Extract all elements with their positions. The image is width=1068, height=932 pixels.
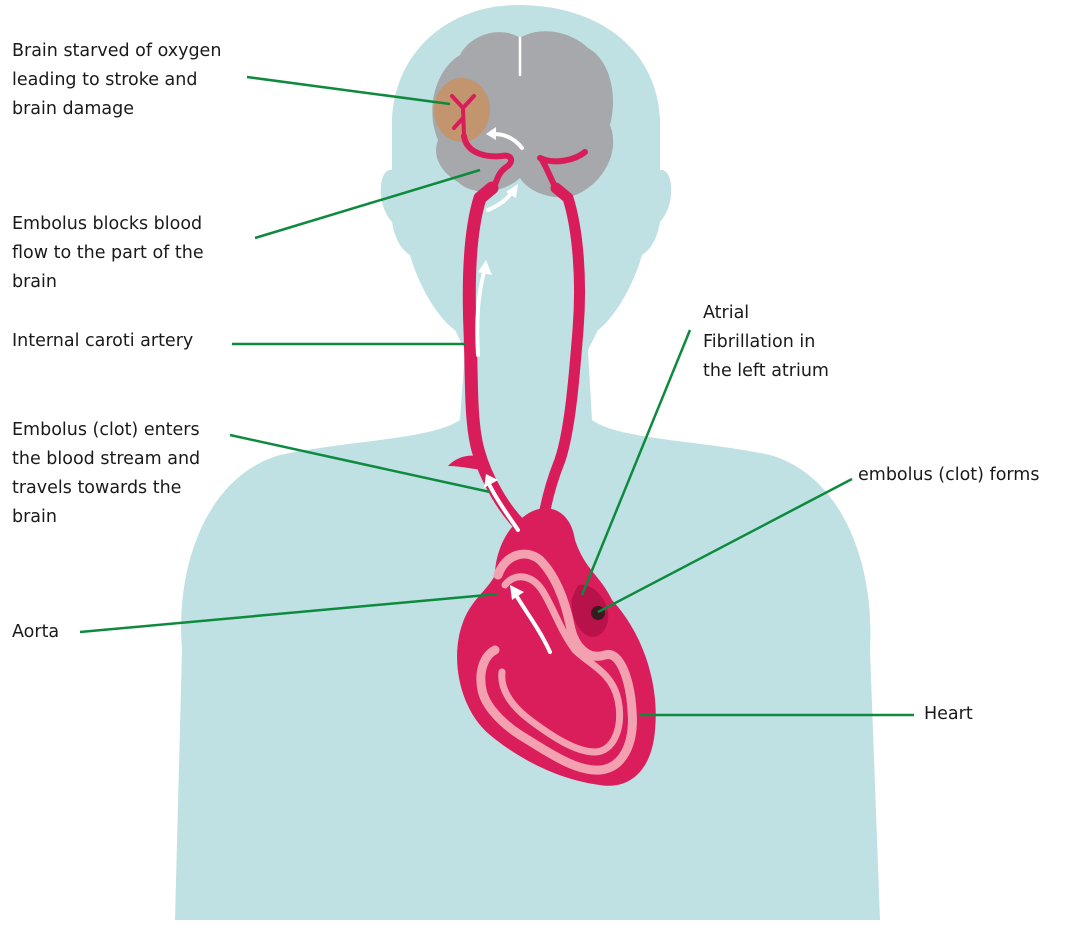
label-aorta: Aorta (12, 618, 59, 647)
label-line: brain (12, 268, 204, 297)
label-embolus-blocks: Embolus blocks blood flow to the part of… (12, 210, 204, 297)
label-line: brain (12, 503, 200, 532)
label-line: flow to the part of the (12, 239, 204, 268)
label-line: the left atrium (703, 357, 829, 386)
label-embolus-enters: Embolus (clot) enters the blood stream a… (12, 416, 200, 532)
label-line: Heart (924, 700, 973, 729)
label-line: embolus (clot) forms (858, 461, 1039, 490)
label-brain-starved: Brain starved of oxygen leading to strok… (12, 37, 221, 124)
label-line: Fibrillation in (703, 328, 829, 357)
label-line: Embolus blocks blood (12, 210, 204, 239)
label-line: brain damage (12, 95, 221, 124)
label-embolus-forms: embolus (clot) forms (858, 461, 1039, 490)
label-line: the blood stream and (12, 445, 200, 474)
label-atrial-fibrillation: Atrial Fibrillation in the left atrium (703, 299, 829, 386)
label-line: Aorta (12, 618, 59, 647)
label-internal-carotid: Internal caroti artery (12, 327, 193, 356)
label-line: leading to stroke and (12, 66, 221, 95)
label-line: Embolus (clot) enters (12, 416, 200, 445)
label-line: travels towards the (12, 474, 200, 503)
label-line: Internal caroti artery (12, 327, 193, 356)
label-line: Atrial (703, 299, 829, 328)
label-heart: Heart (924, 700, 973, 729)
label-line: Brain starved of oxygen (12, 37, 221, 66)
